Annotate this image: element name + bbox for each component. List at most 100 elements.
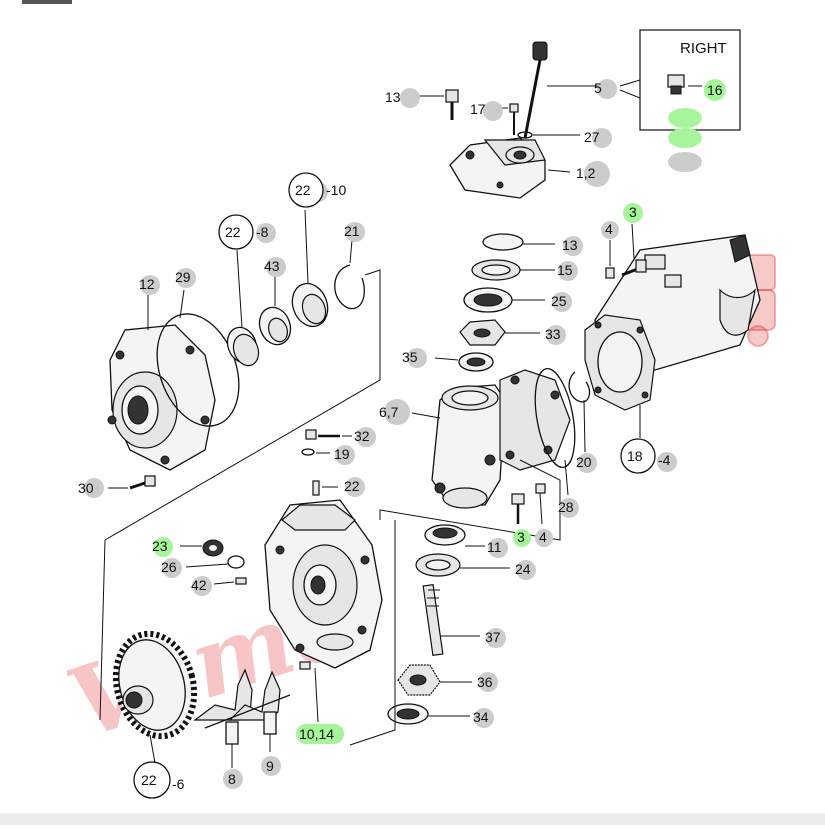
bearing-22-10 <box>291 209 329 328</box>
shift-forks <box>193 668 291 768</box>
label-42: 42 <box>191 577 207 593</box>
label-3a: 3 <box>629 204 637 220</box>
right-inset <box>639 29 741 172</box>
gear-36 <box>397 664 472 696</box>
label-26: 26 <box>161 559 177 575</box>
top-bar <box>0 0 825 6</box>
bearing-22-8 <box>226 249 260 367</box>
circle-18-4 <box>620 438 656 474</box>
circle-22-6 <box>133 761 171 799</box>
label-18-suffix: -4 <box>658 452 671 468</box>
bearing-25 <box>463 287 545 313</box>
axle-housing <box>584 234 761 438</box>
label-right: RIGHT <box>680 40 727 57</box>
label-34: 34 <box>473 709 489 725</box>
label-21: 21 <box>344 223 360 239</box>
pin-22a <box>312 480 338 496</box>
label-5: 5 <box>594 80 602 96</box>
ring-15 <box>471 259 555 281</box>
top-cover-assembly <box>410 41 641 199</box>
label-35: 35 <box>402 349 418 365</box>
label-25: 25 <box>551 293 567 309</box>
label-4a: 4 <box>605 221 613 237</box>
green-blob-2 <box>668 128 702 148</box>
gasket-28 <box>534 368 576 496</box>
bolts-4-3-top <box>605 223 647 279</box>
washer-19 <box>301 448 330 456</box>
label-36: 36 <box>477 674 493 690</box>
gear-33 <box>459 319 540 346</box>
label-13a: 13 <box>385 89 401 105</box>
bearing-11 <box>424 524 485 547</box>
label-22-6-suffix: -6 <box>172 776 185 792</box>
snap-ring-21 <box>334 239 365 310</box>
oring-26 <box>185 555 245 569</box>
label-16: 16 <box>707 82 723 98</box>
callout-bubbles <box>84 79 726 789</box>
label-10-14: 10,14 <box>299 726 334 742</box>
nut-23 <box>180 539 224 557</box>
label-11: 11 <box>487 539 502 555</box>
snap-ring-20 <box>568 371 591 453</box>
label-15: 15 <box>557 262 573 278</box>
gearbox-6-7 <box>411 369 571 509</box>
label-19: 19 <box>334 446 350 462</box>
label-22-8-suffix: -8 <box>256 224 269 240</box>
label-12: 12 <box>139 276 155 292</box>
pin-42 <box>213 577 247 585</box>
label-4b: 4 <box>539 529 547 545</box>
plug-icon <box>667 74 685 95</box>
grey-blob <box>668 152 702 172</box>
label-20: 20 <box>576 454 592 470</box>
ring-gear-22-6 <box>112 630 198 764</box>
dowel-pin <box>299 661 311 670</box>
callout-labels: 13 17 5 27 1,2 RIGHT 16 22 -10 22 -8 43 … <box>78 40 727 792</box>
label-23: 23 <box>152 538 168 554</box>
label-37: 37 <box>485 629 501 645</box>
label-9: 9 <box>266 758 274 774</box>
top-tab <box>22 0 72 4</box>
green-blob-1 <box>668 108 702 128</box>
label-22-8-num: 22 <box>225 224 241 240</box>
bearing-43 <box>258 275 292 346</box>
label-8: 8 <box>228 771 236 787</box>
bottom-bar <box>0 813 825 825</box>
group-line-right <box>349 520 396 746</box>
dipstick-handle <box>532 41 548 61</box>
bolt-32 <box>305 429 352 440</box>
left-cover-12 <box>107 295 216 471</box>
shaft-37 <box>422 583 480 657</box>
label-43: 43 <box>264 258 280 274</box>
ring-13b <box>482 233 555 251</box>
label-28: 28 <box>558 499 574 515</box>
label-33: 33 <box>545 326 561 342</box>
label-18-num: 18 <box>627 448 643 464</box>
main-housing-10-14 <box>264 499 383 723</box>
bolts-3-4-bottom <box>511 483 546 525</box>
label-27: 27 <box>584 129 600 145</box>
group-line-mid <box>379 459 561 541</box>
label-22a: 22 <box>344 478 360 494</box>
label-3b: 3 <box>517 529 525 545</box>
label-13b: 13 <box>562 237 578 253</box>
label-6-7: 6,7 <box>379 404 399 420</box>
label-32: 32 <box>354 428 370 444</box>
label-1-2: 1,2 <box>576 165 596 181</box>
bearing-35 <box>434 352 494 372</box>
label-29: 29 <box>175 269 191 285</box>
label-22-10-suffix: -10 <box>326 182 346 198</box>
group-line-left <box>99 269 381 721</box>
label-30: 30 <box>78 480 94 496</box>
circle-22-10 <box>288 172 324 208</box>
bolt-30 <box>108 475 156 490</box>
label-22-6-num: 22 <box>141 772 157 788</box>
circled-callouts <box>133 172 656 799</box>
circle-22-8 <box>218 214 254 250</box>
bearing-24 <box>415 553 510 577</box>
label-17: 17 <box>470 101 486 117</box>
label-22-10-num: 22 <box>295 182 311 198</box>
label-24: 24 <box>515 561 531 577</box>
bearing-34 <box>387 703 470 725</box>
